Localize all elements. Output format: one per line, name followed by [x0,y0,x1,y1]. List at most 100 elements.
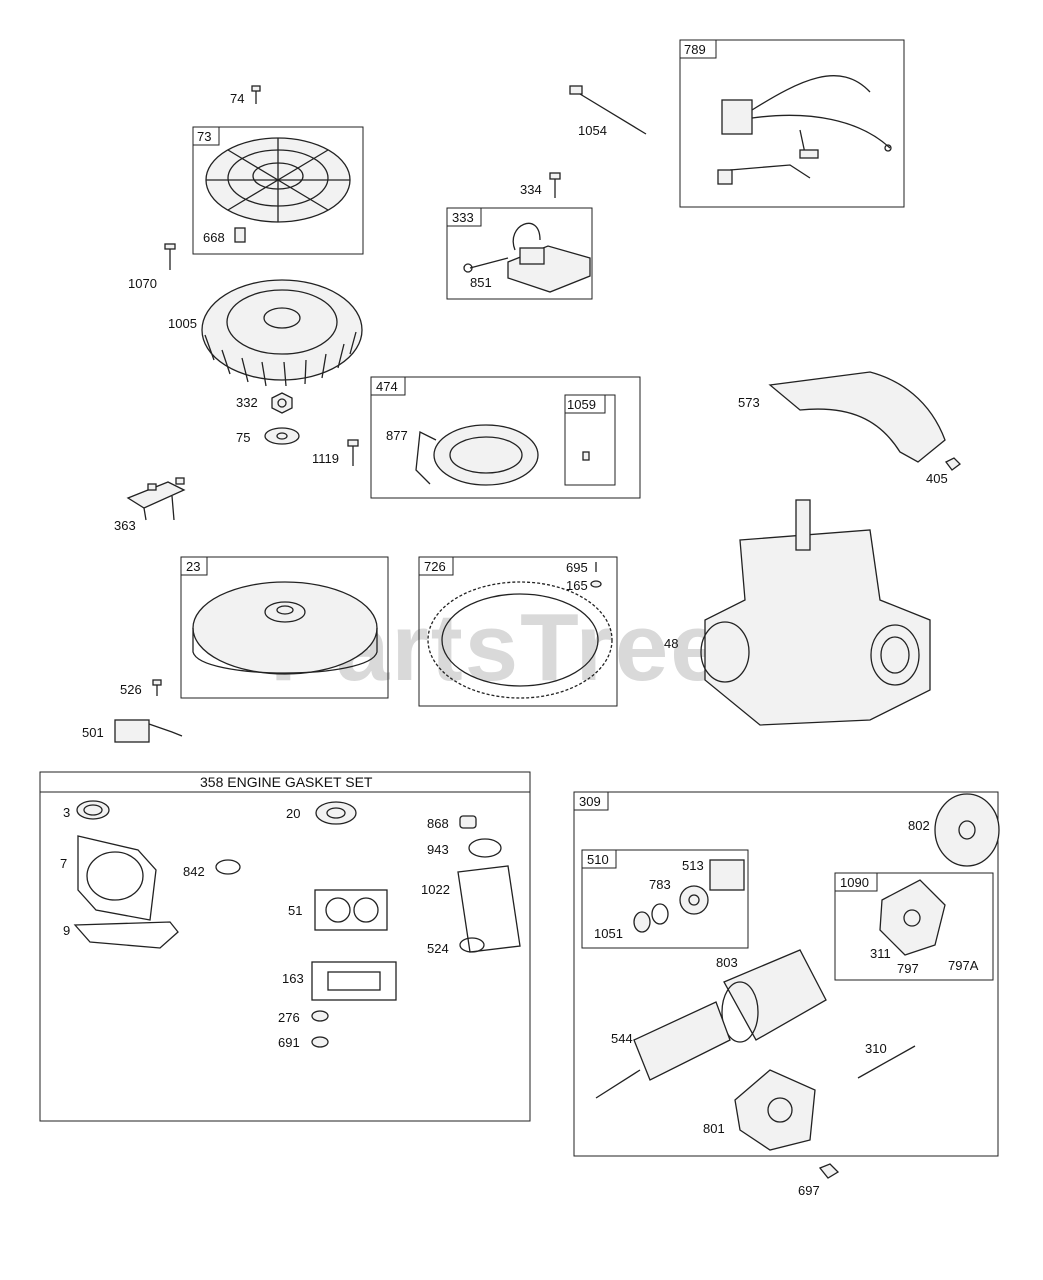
armature-544-icon[interactable] [595,1001,731,1099]
end-plate-801-icon[interactable] [734,1069,816,1151]
group-label-474[interactable]: 474 [376,379,398,394]
part-label-803[interactable]: 803 [716,955,738,970]
part-label-1119[interactable]: 1119 [312,451,339,466]
flywheel-fan-icon[interactable] [201,279,363,387]
screw-405-icon[interactable] [945,457,961,471]
part-label-801[interactable]: 801 [703,1121,725,1136]
seal-276-icon[interactable] [311,1010,329,1022]
part-label-524[interactable]: 524 [427,941,449,956]
seal-868-icon[interactable] [459,815,477,829]
part-label-526[interactable]: 526 [120,682,142,697]
part-label-1070[interactable]: 1070 [128,276,157,291]
washer-165-icon[interactable] [590,580,602,588]
part-label-573[interactable]: 573 [738,395,760,410]
part-label-3[interactable]: 3 [63,805,70,820]
gasket-1022-icon[interactable] [457,865,521,953]
part-label-868[interactable]: 868 [427,816,449,831]
part-label-163[interactable]: 163 [282,971,304,986]
group-label-73[interactable]: 73 [197,129,211,144]
part-label-363[interactable]: 363 [114,518,136,533]
baffle-573-icon[interactable] [768,371,946,463]
part-label-501[interactable]: 501 [82,725,104,740]
pinion-gear-783-icon[interactable] [679,885,709,915]
group-label-333[interactable]: 333 [452,210,474,225]
part-label-405[interactable]: 405 [926,471,948,486]
through-bolt-310-icon[interactable] [857,1045,916,1079]
part-label-48[interactable]: 48 [664,636,678,651]
wiring-harness-icon[interactable] [717,75,892,185]
part-label-1051[interactable]: 1051 [594,926,623,941]
head-gasket-7-icon[interactable] [77,835,157,921]
group-label-1059[interactable]: 1059 [567,397,596,412]
screw-74-icon[interactable] [251,85,261,104]
part-label-797[interactable]: 797 [897,961,919,976]
flywheel-icon[interactable] [192,581,378,675]
part-label-1005[interactable]: 1005 [168,316,197,331]
part-label-334[interactable]: 334 [520,182,542,197]
part-label-332[interactable]: 332 [236,395,258,410]
part-label-783[interactable]: 783 [649,877,671,892]
cable-tie-1054-icon[interactable] [569,85,647,135]
part-label-877[interactable]: 877 [386,428,408,443]
part-label-20[interactable]: 20 [286,806,300,821]
rectifier-501-icon[interactable] [114,719,183,743]
part-label-1054[interactable]: 1054 [578,123,607,138]
part-label-1022[interactable]: 1022 [421,882,450,897]
group-label-789[interactable]: 789 [684,42,706,57]
part-label-695[interactable]: 695 [566,560,588,575]
screw-1119-icon[interactable] [347,439,359,466]
part-label-668[interactable]: 668 [203,230,225,245]
part-label-513[interactable]: 513 [682,858,704,873]
screw-697-icon[interactable] [818,1163,840,1179]
part-label-74[interactable]: 74 [230,91,244,106]
part-label-544[interactable]: 544 [611,1031,633,1046]
screw-1059-icon[interactable] [582,451,590,461]
part-label-75[interactable]: 75 [236,430,250,445]
end-cap-802-icon[interactable] [934,793,1000,867]
spring-1051-icon[interactable] [633,903,669,933]
part-label-9[interactable]: 9 [63,923,70,938]
bracket-363-icon[interactable] [126,477,186,521]
part-label-51[interactable]: 51 [288,903,302,918]
nut-332-icon[interactable] [271,392,293,414]
group-label-1090[interactable]: 1090 [840,875,869,890]
seal-20-icon[interactable] [315,801,357,825]
gasket-163-icon[interactable] [311,961,397,1001]
screw-668-icon[interactable] [234,227,246,243]
part-label-691[interactable]: 691 [278,1035,300,1050]
part-label-943[interactable]: 943 [427,842,449,857]
group-label-358[interactable]: 358 ENGINE GASKET SET [200,774,373,790]
part-label-165[interactable]: 165 [566,578,588,593]
o-ring-524-icon[interactable] [459,937,485,953]
o-ring-943-icon[interactable] [468,838,502,858]
seal-3-icon[interactable] [76,800,110,820]
alternator-stator-icon[interactable] [415,424,539,486]
part-label-311[interactable]: 311 [870,946,891,961]
gasket-842-icon[interactable] [215,859,241,875]
part-label-842[interactable]: 842 [183,864,205,879]
crankcase-48-icon[interactable] [700,499,931,726]
group-label-309[interactable]: 309 [579,794,601,809]
part-label-310[interactable]: 310 [865,1041,887,1056]
group-label-510[interactable]: 510 [587,852,609,867]
gasket-9-icon[interactable] [73,921,179,949]
blower-screen-icon[interactable] [205,137,351,223]
screw-526-icon[interactable] [152,679,162,696]
screw-334-icon[interactable] [549,172,561,198]
washer-75-icon[interactable] [264,427,300,445]
part-label-276[interactable]: 276 [278,1010,300,1025]
brush-holder-icon[interactable] [879,879,946,956]
group-label-23[interactable]: 23 [186,559,200,574]
seal-691-icon[interactable] [311,1036,329,1048]
part-label-697[interactable]: 697 [798,1183,820,1198]
drive-513-icon[interactable] [709,859,745,891]
part-label-797A[interactable]: 797A [948,958,979,973]
group-label-726[interactable]: 726 [424,559,446,574]
part-label-802[interactable]: 802 [908,818,930,833]
part-label-851[interactable]: 851 [470,275,492,290]
ring-gear-icon[interactable] [427,581,613,699]
starter-housing-803-icon[interactable] [721,949,827,1043]
part-label-7[interactable]: 7 [60,856,67,871]
gasket-51-icon[interactable] [314,889,388,931]
ignition-coil-icon[interactable] [463,222,591,293]
